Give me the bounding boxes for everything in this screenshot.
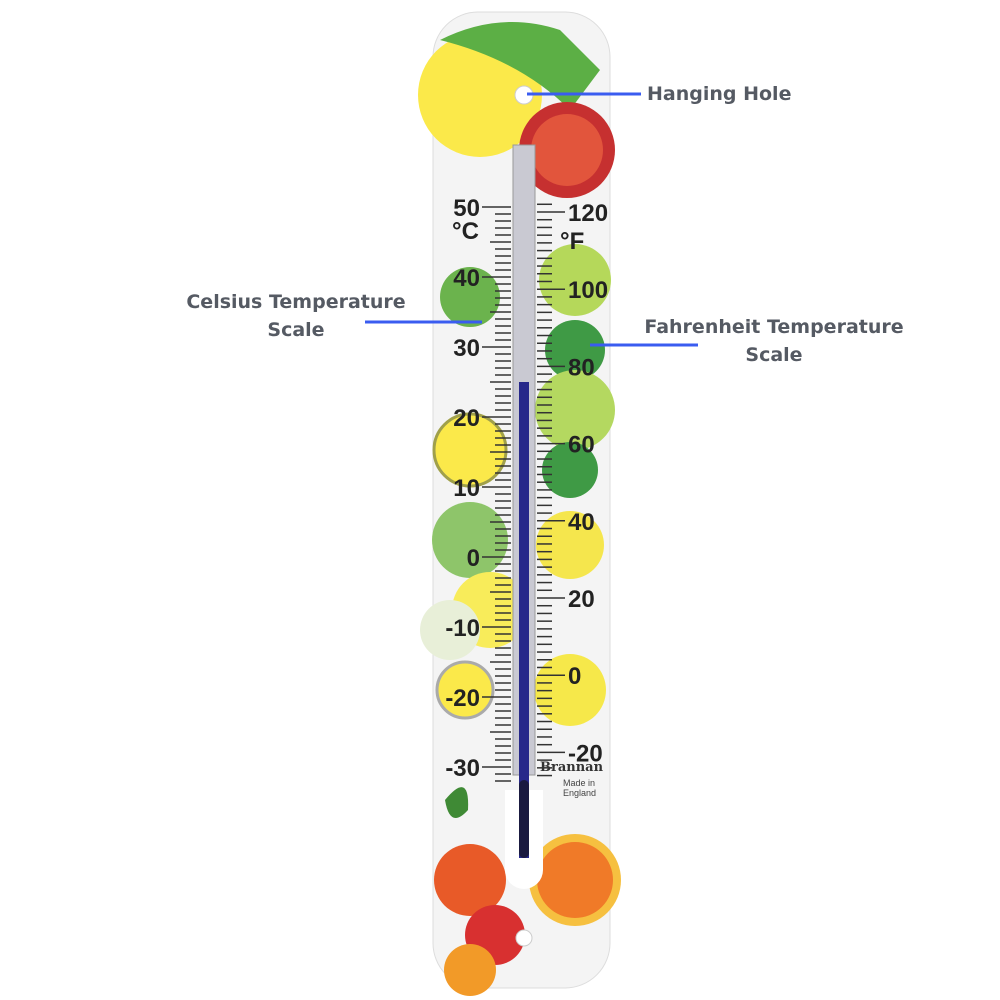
fahrenheit-label-line2: Scale xyxy=(745,344,803,366)
celsius-label-line2: Scale xyxy=(267,319,325,341)
celsius-tick-label: 50 xyxy=(453,195,480,222)
made-in-line2: England xyxy=(563,788,597,798)
fahrenheit-tick-label: 100 xyxy=(568,277,608,304)
celsius-tick-label: 30 xyxy=(453,335,480,362)
fahrenheit-tick-label: 80 xyxy=(568,354,595,381)
fahrenheit-tick-label: 120 xyxy=(568,200,608,227)
fahrenheit-tick-label: 60 xyxy=(568,432,595,459)
celsius-label-line1: Celsius Temperature xyxy=(186,291,406,313)
celsius-tick-label: 40 xyxy=(453,265,480,292)
thermometer-bulb xyxy=(519,780,529,858)
celsius-tick-label: 0 xyxy=(467,545,480,572)
fruit-decorations xyxy=(418,22,621,996)
bottom-hole xyxy=(515,929,533,947)
fahrenheit-tick-label: 0 xyxy=(568,663,581,690)
hanging-hole-label: Hanging Hole xyxy=(647,83,792,105)
made-in-line1: Made in xyxy=(563,778,596,788)
fahrenheit-tick-label: 40 xyxy=(568,509,595,536)
thermometer-liquid xyxy=(519,382,529,858)
fahrenheit-tick-label: -20 xyxy=(568,740,603,767)
celsius-tick-label: -20 xyxy=(445,685,480,712)
celsius-tick-label: -30 xyxy=(445,755,480,782)
fahrenheit-tick-label: 20 xyxy=(568,586,595,613)
fahrenheit-unit: °F xyxy=(560,228,585,255)
celsius-tick-label: 10 xyxy=(453,475,480,502)
celsius-unit: °C xyxy=(452,218,479,245)
celsius-tick-label: -10 xyxy=(445,615,480,642)
brand-name: Brannan xyxy=(540,760,604,775)
celsius-tick-label: 20 xyxy=(453,405,480,432)
fahrenheit-label-line1: Fahrenheit Temperature xyxy=(644,316,904,338)
